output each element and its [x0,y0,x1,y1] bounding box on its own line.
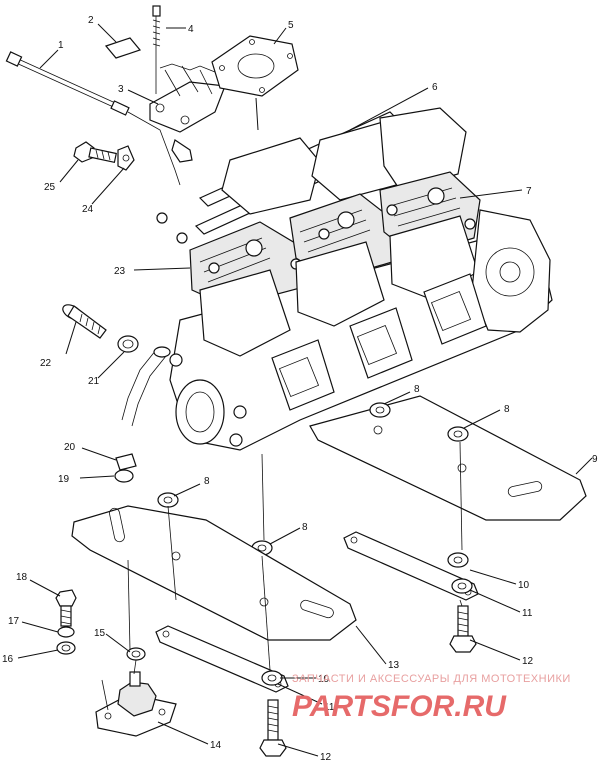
callout-18: 18 [16,572,28,583]
clip-20 [115,453,137,471]
washer-17 [57,626,75,638]
washer-11-a [451,578,473,594]
hose [121,346,171,427]
rubber-mount-14 [95,671,177,737]
callout-19: 19 [58,474,70,485]
washer-21 [117,335,139,353]
bolt-12-b [259,699,287,757]
bolt-22 [62,304,107,339]
clip-24 [117,145,135,171]
exhaust-gasket-5 [211,35,299,131]
callout-24: 24 [82,204,94,215]
callout-labels: 1 2 3 4 5 6 7 8 8 8 8 9 10 10 11 11 12 1… [2,15,598,763]
callout-8-c: 8 [204,476,210,487]
bolt-12-a [449,605,477,653]
washer-11-b [261,670,283,686]
callout-11-b: 11 [324,702,335,713]
washer-16 [56,641,76,655]
callout-13: 13 [388,660,400,671]
callout-4: 4 [188,24,194,35]
watermark: ЗАПЧАСТИ И АКСЕССУАРЫ ДЛЯ МОТОТЕХНИКИ PA… [292,673,571,723]
nut-19 [114,469,134,483]
washer-11-c [447,552,469,568]
callout-20: 20 [64,442,76,453]
callout-14: 14 [210,740,222,751]
callout-8-d: 8 [302,522,308,533]
callout-12-a: 12 [522,656,534,667]
guide-lines [101,441,463,711]
callout-9: 9 [592,454,598,465]
stud-4 [152,5,161,94]
washer-8-b [447,426,469,442]
callout-3: 3 [118,84,124,95]
callout-12-b: 12 [320,752,332,763]
cable-bracket-3 [149,63,226,163]
callout-22: 22 [40,358,52,369]
engine-mount-plate-9 [309,395,587,521]
bolt-18 [55,589,77,627]
callout-7: 7 [526,186,532,197]
callout-1: 1 [58,40,64,51]
bolt-25 [73,141,117,164]
callout-10-b: 10 [318,674,330,685]
engine-mount-plate-13 [71,505,357,641]
washer-8-a [369,402,391,418]
engine-crankcase [169,209,553,451]
callout-11-a: 11 [522,608,533,619]
callout-23: 23 [114,266,126,277]
callout-10-a: 10 [518,580,530,591]
callout-5: 5 [288,20,294,31]
callout-6: 6 [432,82,438,93]
leader-lines [17,23,593,757]
callout-17: 17 [8,616,20,627]
callout-8-a: 8 [414,384,420,395]
callout-2: 2 [88,15,94,26]
callout-16: 16 [2,654,14,665]
throttle-cable [5,51,181,186]
watermark-tagline: ЗАПЧАСТИ И АКСЕССУАРЫ ДЛЯ МОТОТЕХНИКИ [292,673,571,685]
rubber-strip-10-b [155,625,289,693]
callout-21: 21 [88,376,100,387]
callout-25: 25 [44,182,56,193]
watermark-brand: PARTSFOR.RU [292,690,507,723]
callout-15: 15 [94,628,106,639]
callout-8-b: 8 [504,404,510,415]
small-gasket-2 [104,37,142,59]
